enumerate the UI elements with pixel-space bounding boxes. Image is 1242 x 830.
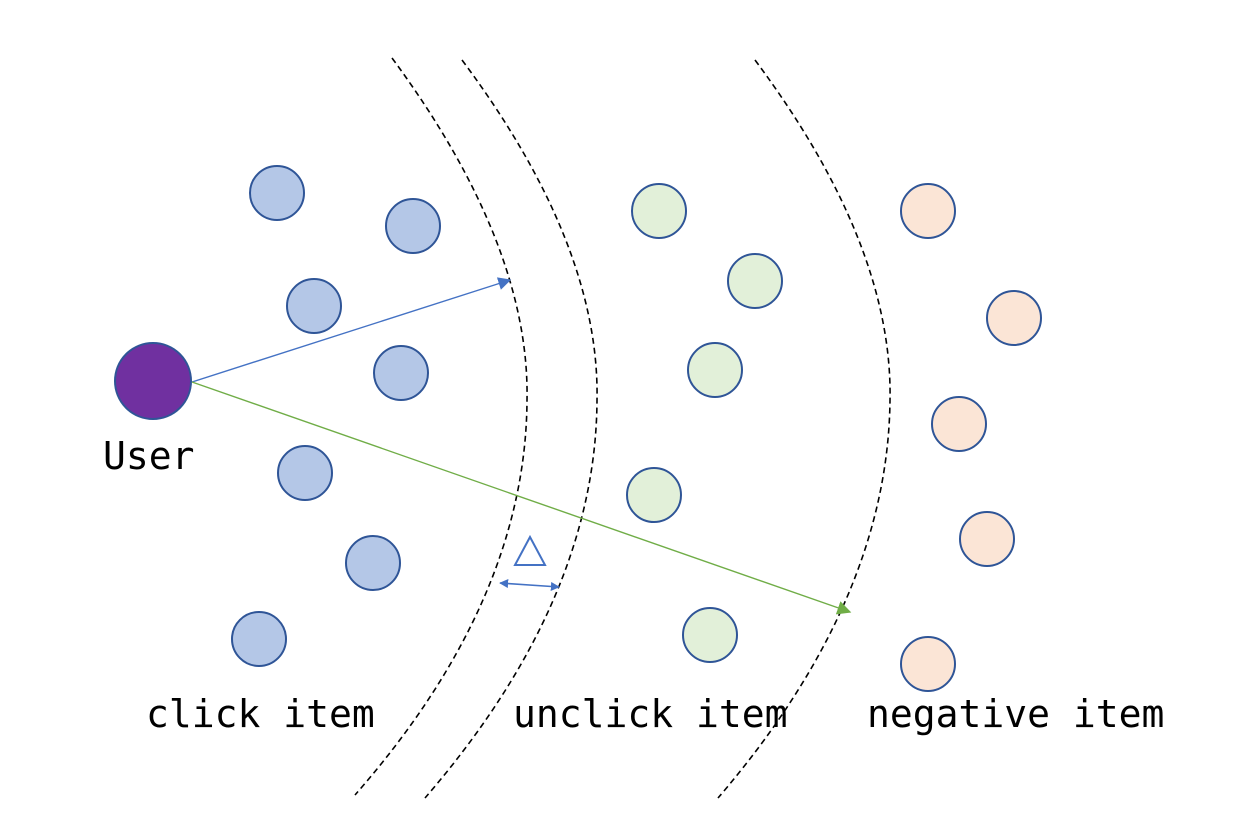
triangle-delta-icon — [513, 534, 547, 566]
unclick-item — [682, 607, 738, 663]
user-node: User — [103, 342, 195, 478]
unclick-item — [631, 183, 687, 239]
blue-arrow — [191, 277, 512, 383]
negative-item — [959, 511, 1015, 567]
inner-boundary-arc — [354, 57, 528, 796]
click-item — [373, 345, 429, 401]
user-label: User — [103, 434, 195, 478]
click-item — [345, 535, 401, 591]
negative-item — [900, 183, 956, 239]
click-item — [385, 198, 441, 254]
click-item — [231, 611, 287, 667]
outer-boundary-arc — [717, 59, 891, 799]
user-circle — [114, 342, 192, 420]
click-item — [286, 278, 342, 334]
boundaries — [354, 57, 891, 799]
unclick-item — [626, 467, 682, 523]
margin-boundary-arc — [424, 59, 598, 799]
click-item — [277, 445, 333, 501]
green-arrow — [191, 381, 852, 615]
unclick-item — [727, 253, 783, 309]
margin-indicator — [499, 534, 560, 591]
unclick-items — [626, 183, 783, 663]
unclick-item — [687, 342, 743, 398]
negative-item — [986, 290, 1042, 346]
group-labels: click item unclick item negative item — [146, 692, 1164, 736]
negative-item-label: negative item — [867, 692, 1164, 736]
negative-item — [900, 636, 956, 692]
margin-double-arrow — [499, 579, 560, 591]
click-items — [231, 165, 441, 667]
unclick-item-label: unclick item — [513, 692, 788, 736]
click-item-label: click item — [146, 692, 375, 736]
negative-items — [900, 183, 1042, 692]
negative-item — [931, 396, 987, 452]
click-item — [249, 165, 305, 221]
arrows — [191, 277, 852, 615]
